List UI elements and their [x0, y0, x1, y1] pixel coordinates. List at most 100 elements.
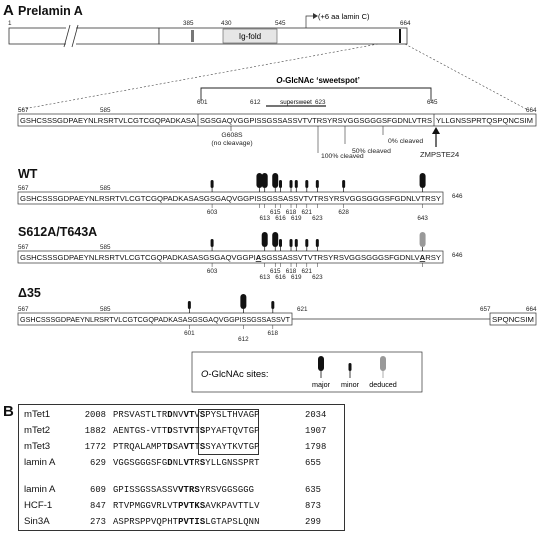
minor-site-mark — [289, 180, 293, 188]
delta35-pos-567: 567 — [18, 306, 29, 313]
minor-site-mark — [210, 239, 214, 247]
site-position-label: 616 — [275, 215, 286, 222]
legend-title: O-GlcNAc sites: — [201, 369, 269, 380]
c50-label: 50% cleaved — [352, 148, 391, 155]
end-residue: 1798 — [305, 442, 327, 452]
protein-name: mTet1 — [24, 409, 51, 420]
minor-site-mark — [315, 180, 319, 188]
full-sequence: 567 585 601 612 623 645 664 GSHCSSSGDPAE… — [17, 99, 537, 160]
site-position-label: 623 — [312, 215, 323, 222]
site-position-label: 618 — [286, 209, 297, 216]
site-position-label: 601 — [184, 330, 195, 337]
mutant-pos-567: 567 — [18, 244, 29, 251]
alignment-panel: mTet1 2008 PRSVASTLTRDNVVTVSPYSLTHVAGP 2034… — [18, 404, 345, 531]
igfold-domain — [222, 28, 278, 44]
full-pos-585: 585 — [100, 107, 111, 114]
aligned-sequence: RTVPMGGVRLVTPVTKSAVKPAVTTLV — [113, 501, 260, 511]
protein-name: mTet2 — [24, 425, 51, 436]
panel-a-label: A — [3, 2, 14, 19]
lamin-c-arrow — [313, 13, 318, 19]
site-position-label: 628 — [338, 209, 349, 216]
break-mark — [63, 24, 71, 48]
domain-pos-385: 385 — [183, 20, 194, 27]
aligned-sequence: PTRQALAMPTDSAVTTSSYAYTKVTGP — [113, 442, 260, 452]
cleavage-marker — [399, 29, 401, 43]
site-position-label: 603 — [207, 268, 218, 275]
minor-site-mark — [278, 180, 282, 188]
domain-pos-664: 664 — [400, 20, 411, 27]
site-position-label: 615 — [270, 268, 281, 275]
minor-site-mark — [294, 180, 298, 188]
wt-pos-585: 585 — [100, 185, 111, 192]
minor-site-mark — [271, 301, 275, 309]
site-position-label: 613 — [259, 215, 270, 222]
major-site-mark — [272, 232, 279, 247]
legend-minor-label: minor — [341, 380, 360, 389]
legend: O-GlcNAc sites: major minor deduced — [191, 351, 423, 393]
start-residue: 609 — [90, 485, 106, 495]
domain-map: 1 385 430 545 664 Ig-fold (+6 aa lamin C… — [8, 12, 529, 111]
c0-label: 0% cleaved — [388, 138, 423, 145]
delta35-pos-621: 621 — [297, 306, 308, 313]
site-position-label: 621 — [302, 209, 313, 216]
delta35-tail-seq: SPQNCSIM — [492, 315, 534, 324]
minor-site-mark — [315, 239, 319, 247]
protein-name: lamin A — [24, 457, 56, 468]
full-pos-567: 567 — [18, 107, 29, 114]
break-gap — [66, 26, 76, 46]
delta35-pos-657: 657 — [480, 306, 491, 313]
mutant-pos-585: 585 — [100, 244, 111, 251]
full-pos-601: 601 — [197, 99, 208, 106]
aligned-sequence: PRSVASTLTRDNVVTVSPYSLTHVAGP — [113, 410, 260, 420]
zoom-line-right — [404, 43, 529, 111]
delta35-seq: GSHCSSSGDPAEYNLRSRTVLCGTCGQPADKASASGSGAQ… — [20, 315, 290, 324]
end-residue: 655 — [305, 458, 321, 468]
full-pos-612: 612 — [250, 99, 261, 106]
sweetspot-line — [200, 87, 432, 101]
start-residue: 629 — [90, 458, 106, 468]
zmpste-label: ZMPSTE24 — [420, 150, 459, 159]
aligned-sequence: GPISSGSSASSVVTRSYRSVGGSGGG — [113, 485, 255, 495]
mutant-pos-646: 646 — [452, 252, 463, 259]
minor-site-mark — [305, 180, 309, 188]
protein-name: Prelamin A — [18, 4, 83, 18]
delta35-pos-664: 664 — [526, 306, 537, 313]
wt-seq-box — [17, 191, 444, 205]
delta35-tail-box — [489, 312, 537, 326]
mutant-seq-box — [17, 250, 444, 264]
legend-major-label: major — [312, 380, 331, 389]
lamin-c-note: (+6 aa lamin C) — [318, 12, 370, 21]
minor-site-mark — [342, 180, 346, 188]
end-residue: 2034 — [305, 410, 327, 420]
sweetspot-title: O-GlcNAc ‘sweetspot’ — [276, 76, 360, 85]
site-position-label: 621 — [302, 268, 313, 275]
legend-major-mark — [318, 356, 324, 371]
domain-pos-430: 430 — [221, 20, 232, 27]
minor-site-mark — [278, 239, 282, 247]
major-site-mark — [419, 173, 426, 188]
g608s-label: G608S — [221, 132, 243, 139]
start-residue: 847 — [90, 501, 106, 511]
minor-site-mark — [305, 239, 309, 247]
motif-highlight-box — [198, 409, 259, 455]
start-residue: 2008 — [84, 410, 106, 420]
lamin-c-bracket — [305, 15, 315, 28]
site-position-label: 619 — [291, 215, 302, 222]
wt-construct: WT 567 585 646 GSHCSSSGDPAEYNLRSRTVLCGTC… — [17, 167, 463, 222]
site-position-label: 618 — [268, 330, 279, 337]
break-mark — [71, 24, 79, 48]
delta35-construct: Δ35 567 585 621 657 664 GSHCSSSGDPAEYNLR… — [17, 286, 537, 343]
zmpste-arrow-head — [432, 127, 440, 134]
wt-pos-646: 646 — [452, 193, 463, 200]
site-position-label: 612 — [238, 336, 249, 343]
site-position-label: 613 — [259, 274, 270, 281]
wt-title: WT — [18, 167, 38, 181]
full-seq-part3: YLLGNSSPRTQSPQNCSIM — [436, 116, 533, 125]
domain-pos-1: 1 — [8, 20, 12, 27]
full-pos-623: 623 — [315, 99, 326, 106]
rod-domain — [8, 27, 160, 45]
minor-site-mark — [187, 301, 191, 309]
full-seq-part2: SGSGAQVGGPISSGSSASSVTVTRSYRSVGGSGGGSFGDN… — [200, 116, 432, 125]
site-position-label: 618 — [286, 268, 297, 275]
wt-seq: GSHCSSSGDPAEYNLRSRTVLCGTCGQPADKASASGSGAQ… — [20, 194, 441, 203]
